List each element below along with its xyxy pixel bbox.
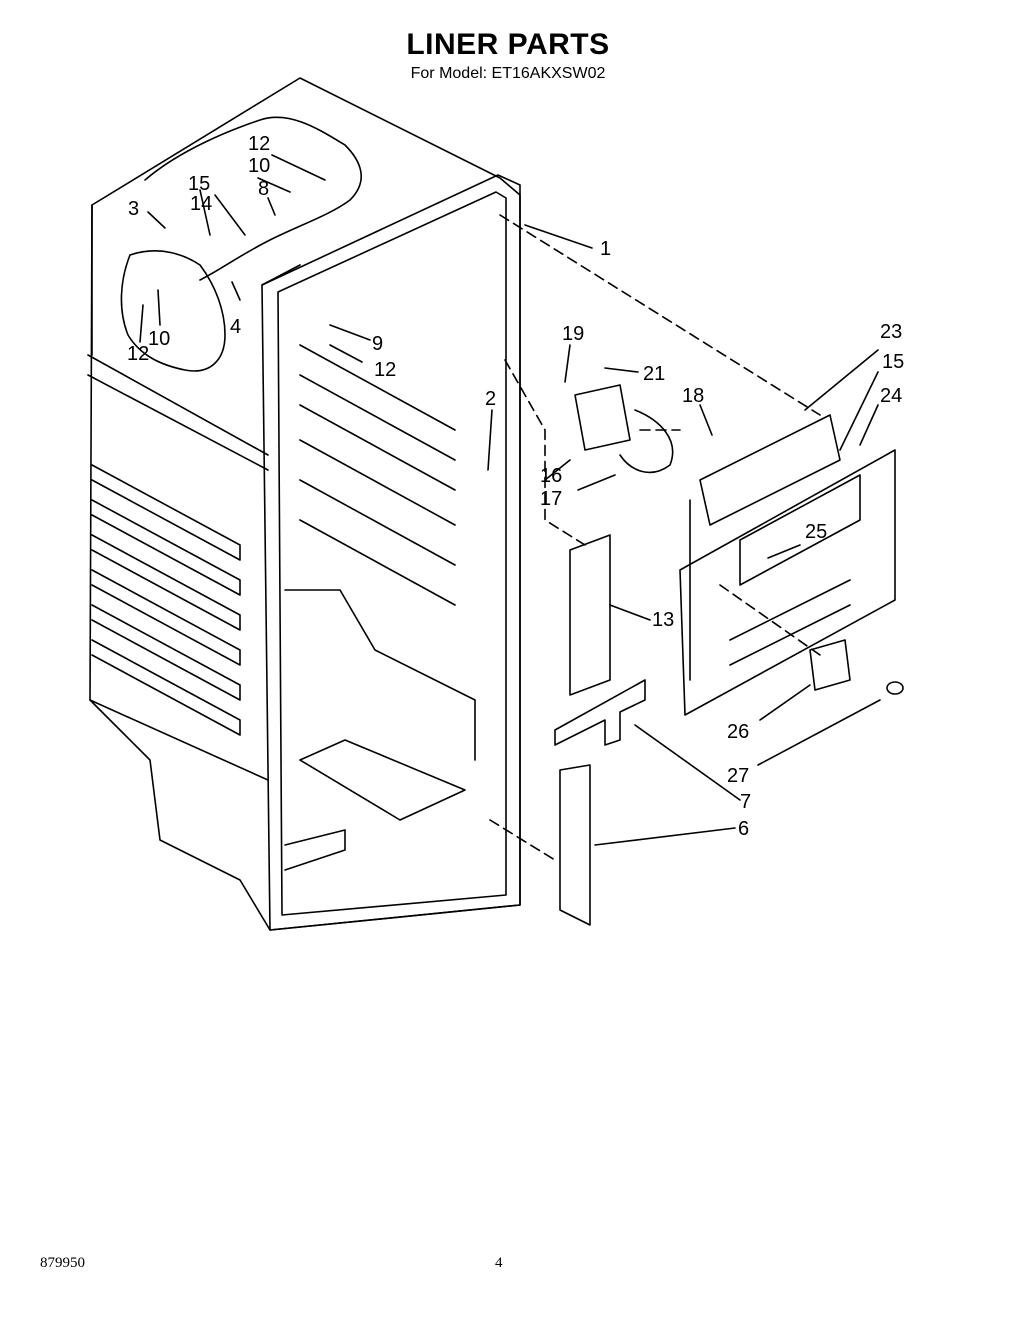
callout-9: 9: [372, 333, 383, 355]
bracket-part-7: [554, 679, 646, 746]
top-cutaway: [120, 116, 362, 372]
callout-15-right: 15: [882, 351, 904, 373]
callout-27: 27: [727, 765, 749, 787]
callout-13: 13: [652, 609, 674, 631]
callout-26: 26: [727, 721, 749, 743]
callout-14: 14: [190, 193, 212, 215]
callout-7: 7: [740, 791, 751, 813]
model-subtitle: For Model: ET16AKXSW02: [410, 65, 606, 82]
document-number: 879950: [40, 1255, 85, 1271]
page-title: LINER PARTS: [406, 28, 610, 61]
callout-24: 24: [880, 385, 902, 407]
callout-8: 8: [258, 178, 269, 200]
refrigerator-liner: [87, 77, 521, 931]
guide-lines: [489, 214, 821, 861]
callout-16: 16: [540, 465, 562, 487]
duct-part-6: [559, 764, 591, 926]
callout-19: 19: [562, 323, 584, 345]
callout-10-left: 10: [148, 328, 170, 350]
callout-21: 21: [643, 363, 665, 385]
callout-23: 23: [880, 321, 902, 343]
callout-12-left: 12: [127, 343, 149, 365]
callout-17: 17: [540, 488, 562, 510]
callout-25: 25: [805, 521, 827, 543]
callout-12-top: 12: [248, 133, 270, 155]
evaporator-cover-assembly: [679, 414, 896, 716]
callout-12-mid: 12: [374, 359, 396, 381]
air-duct-part-13: [569, 534, 611, 696]
callout-10-top: 10: [248, 155, 270, 177]
callout-2: 2: [485, 388, 496, 410]
callout-18: 18: [682, 385, 704, 407]
callout-6: 6: [738, 818, 749, 840]
callout-15-top: 15: [188, 173, 210, 195]
callout-labels: 1 2 3 4 6 7 8 9 10 10 12 12 12 13 14 15 …: [127, 133, 904, 840]
callout-1: 1: [600, 238, 611, 260]
callout-3: 3: [128, 198, 139, 220]
fan-motor-assembly: [574, 384, 674, 474]
callout-4: 4: [230, 316, 241, 338]
leader-lines: [139, 154, 881, 846]
plug-part-27: [886, 681, 904, 695]
page-number: 4: [495, 1255, 503, 1271]
